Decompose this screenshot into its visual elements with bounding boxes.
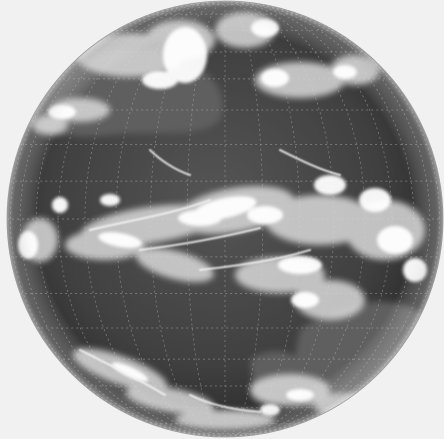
atmosphere-limb xyxy=(7,1,443,437)
earth-body xyxy=(7,1,443,437)
disk-rim xyxy=(6,0,444,438)
